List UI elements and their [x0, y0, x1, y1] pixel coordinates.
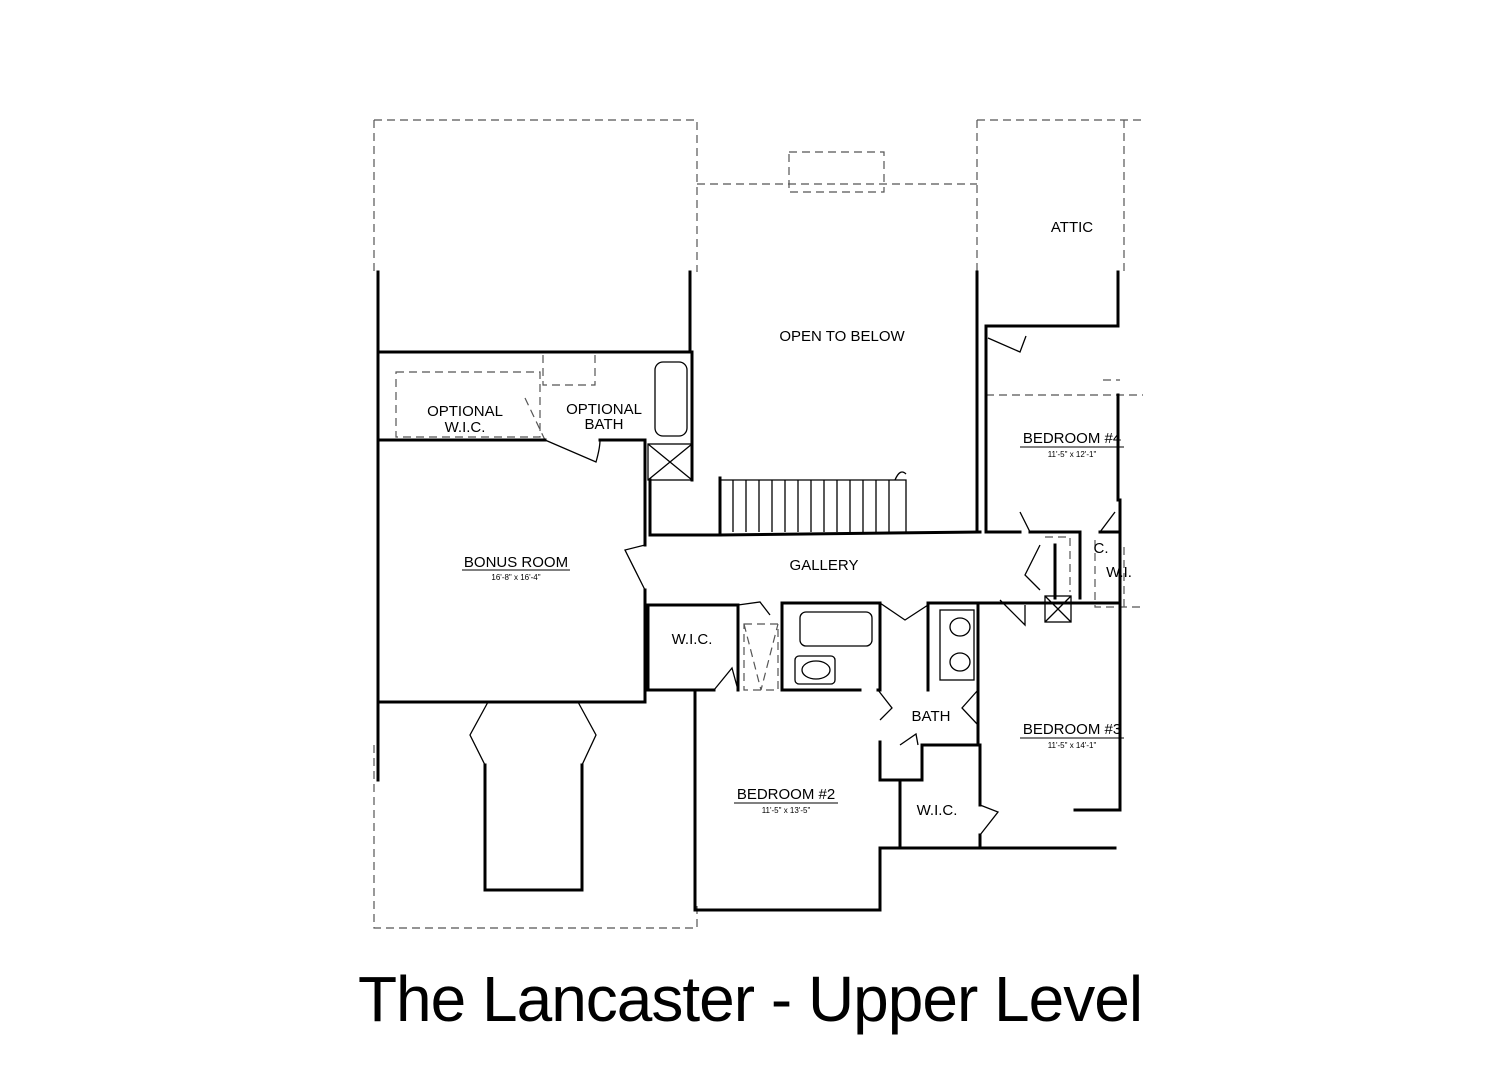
- room-labels: ATTIC OPEN TO BELOW OPTIONAL W.I.C. OPTI…: [427, 219, 1132, 819]
- room-label-gallery: GALLERY: [790, 557, 859, 574]
- room-label-open-to-below: OPEN TO BELOW: [779, 328, 905, 345]
- room-label-attic: ATTIC: [1051, 219, 1093, 236]
- room-label-optional-bath-line1: OPTIONAL: [566, 401, 642, 418]
- room-label-bath: BATH: [912, 708, 951, 725]
- room-label-optional-bath-line2: BATH: [585, 416, 624, 433]
- room-label-bedroom2: BEDROOM #2: [737, 786, 835, 803]
- room-label-closet: C.: [1094, 540, 1109, 557]
- room-label-walk-in: W.I.: [1106, 564, 1132, 581]
- walls: [376, 270, 1122, 912]
- room-label-bonus-room: BONUS ROOM: [464, 554, 568, 571]
- plan-title: The Lancaster - Upper Level: [357, 963, 1143, 1035]
- room-label-bedroom4: BEDROOM #4: [1023, 430, 1121, 447]
- room-label-optional-wic-line2: W.I.C.: [445, 419, 486, 436]
- room-dims-bedroom2: 11'-5" x 13'-5": [762, 806, 811, 815]
- room-label-bedroom3: BEDROOM #3: [1023, 721, 1121, 738]
- door-swings: [544, 335, 1116, 836]
- room-label-wic-bedroom2: W.I.C.: [672, 631, 713, 648]
- room-dims-bedroom4: 11'-5" x 12'-1": [1048, 450, 1097, 459]
- stair-treads: [732, 480, 890, 532]
- room-label-wic-lower: W.I.C.: [917, 802, 958, 819]
- roof-outline: [373, 119, 1143, 929]
- room-label-optional-wic-line1: OPTIONAL: [427, 403, 503, 420]
- room-dims-bonus-room: 16'-8" x 16'-4": [491, 573, 540, 582]
- room-dims-bedroom3: 11'-5" x 14'-1": [1048, 741, 1097, 750]
